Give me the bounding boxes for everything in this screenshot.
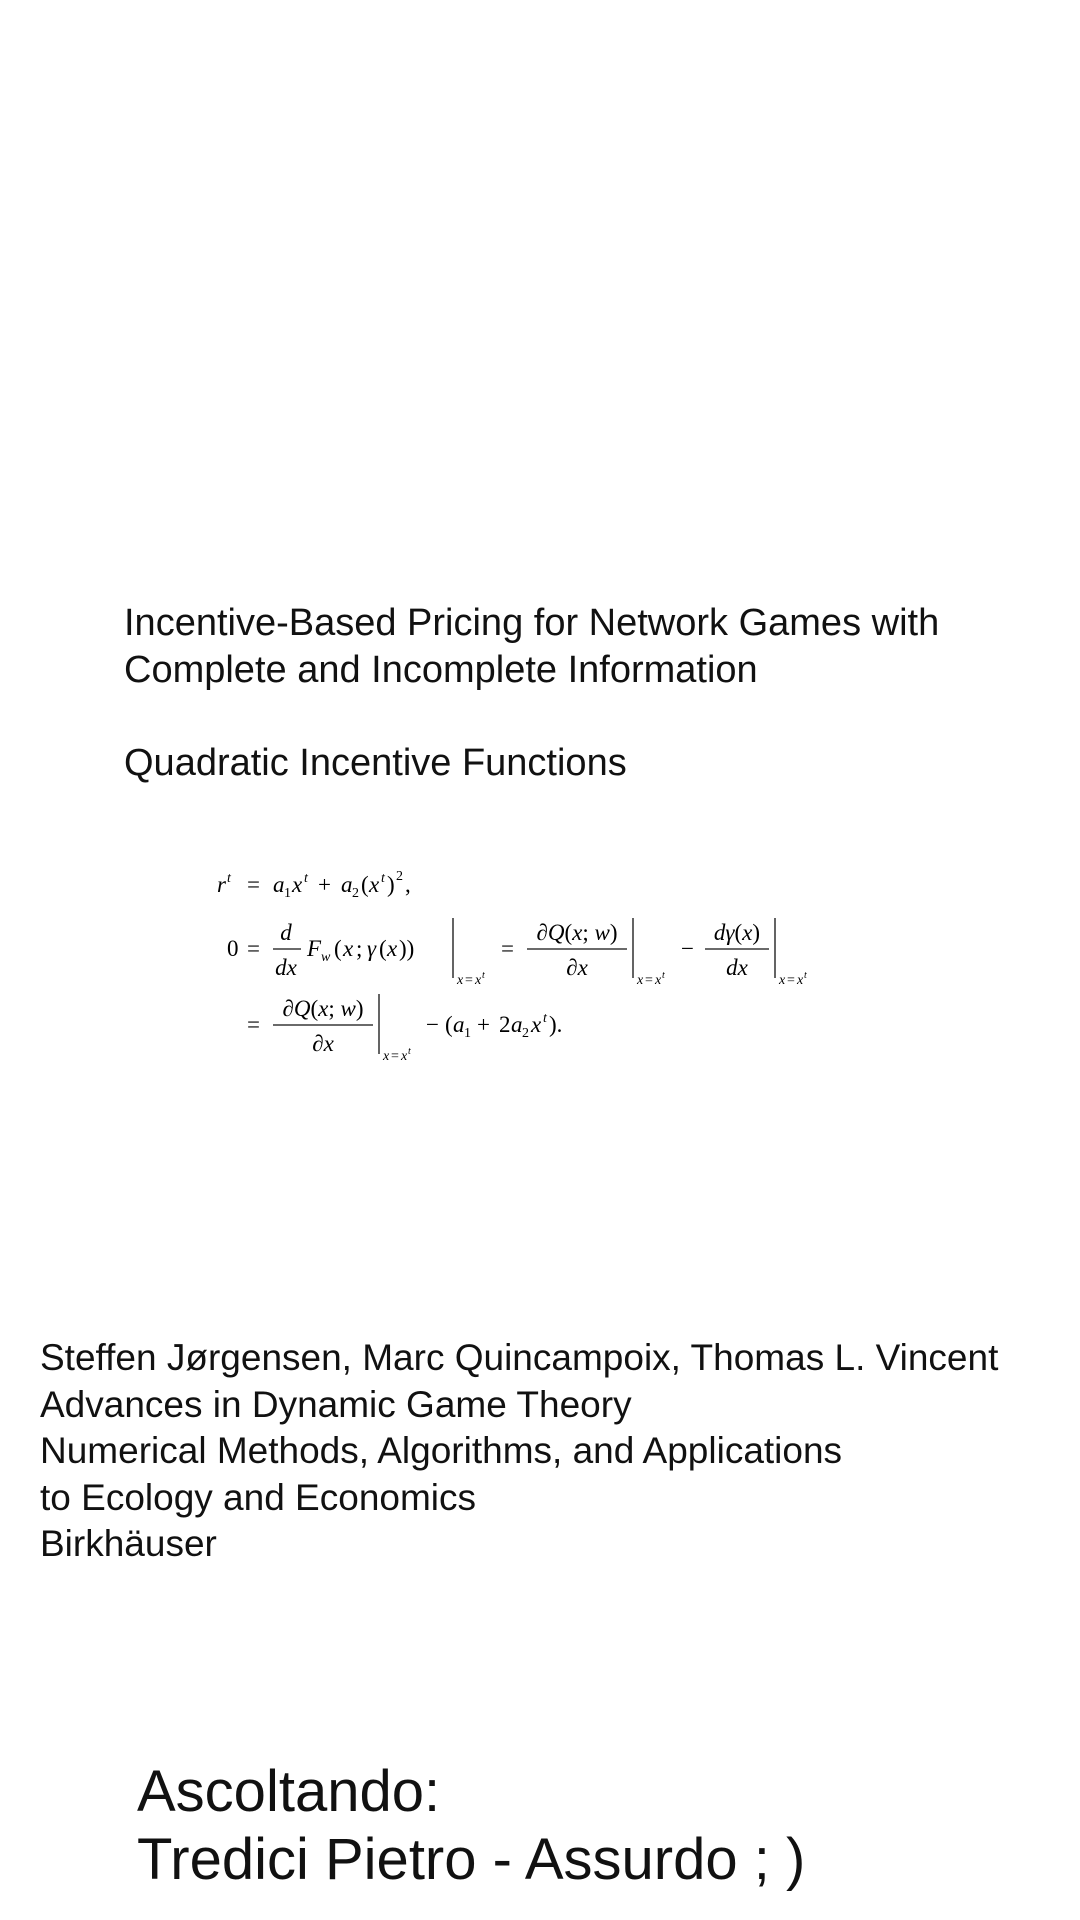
- svg-text:∂x: ∂x: [566, 955, 588, 980]
- svg-text:2: 2: [396, 869, 403, 884]
- svg-text:∂Q(x; w): ∂Q(x; w): [282, 996, 363, 1021]
- svg-text:(: (: [445, 1012, 453, 1037]
- svg-text:r: r: [217, 872, 227, 897]
- section-heading: Quadratic Incentive Functions: [124, 742, 627, 784]
- book-subtitle-line-2: to Ecology and Economics: [40, 1476, 477, 1518]
- svg-text:d: d: [280, 920, 292, 945]
- book-subtitle-line-1: Numerical Methods, Algorithms, and Appli…: [40, 1430, 843, 1471]
- svg-text:=: =: [787, 973, 795, 988]
- svg-text:a: a: [273, 872, 285, 897]
- svg-text:dx: dx: [726, 955, 749, 980]
- paper-title-line-2: Complete and Incomplete Information: [124, 649, 758, 691]
- book-title: Advances in Dynamic Game Theory: [40, 1383, 632, 1425]
- equation-block: r t = a 1 x t + a 2 ( x t ) 2 , 0 = d dx…: [215, 860, 895, 1070]
- svg-text:F: F: [306, 936, 322, 961]
- equation-line-3: = ∂Q(x; w) ∂x x = x t − ( a 1 + 2 a 2 x …: [247, 994, 562, 1064]
- paper-title: Incentive-Based Pricing for Network Game…: [124, 600, 939, 694]
- svg-text:−: −: [681, 936, 694, 961]
- equations-svg: r t = a 1 x t + a 2 ( x t ) 2 , 0 = d dx…: [217, 869, 807, 1064]
- svg-text:+: +: [318, 872, 331, 897]
- svg-text:)): )): [399, 936, 414, 961]
- paper-title-line-1: Incentive-Based Pricing for Network Game…: [124, 602, 940, 644]
- svg-text:t: t: [482, 970, 485, 981]
- book-info: Steffen Jørgensen, Marc Quincampoix, Tho…: [40, 1335, 998, 1568]
- equation-line-1: r t = a 1 x t + a 2 ( x t ) 2 ,: [217, 869, 411, 901]
- svg-text:=: =: [247, 936, 260, 961]
- svg-text:t: t: [662, 970, 665, 981]
- svg-text:x: x: [636, 973, 644, 988]
- svg-text:−: −: [426, 1012, 439, 1037]
- svg-text:∂x: ∂x: [312, 1031, 334, 1056]
- now-listening: Ascoltando: Tredici Pietro - Assurdo ; ): [137, 1758, 805, 1894]
- svg-text:x: x: [382, 1049, 390, 1064]
- svg-text:dγ(x): dγ(x): [714, 920, 760, 945]
- svg-text:dx: dx: [275, 955, 298, 980]
- svg-text:x: x: [400, 1049, 408, 1064]
- equation-line-2: 0 = d dx F w ( x ; γ ( x )) x = x t = ∂Q…: [227, 918, 807, 988]
- listening-label: Ascoltando:: [137, 1759, 441, 1824]
- svg-text:t: t: [804, 970, 807, 981]
- svg-text:x: x: [778, 973, 786, 988]
- svg-text:=: =: [501, 936, 514, 961]
- svg-text:γ: γ: [367, 936, 377, 961]
- svg-text:x: x: [654, 973, 662, 988]
- svg-text:a: a: [453, 1012, 465, 1037]
- svg-text:x: x: [342, 936, 354, 961]
- svg-text:x: x: [530, 1012, 542, 1037]
- svg-text:x: x: [368, 872, 380, 897]
- svg-text:2: 2: [522, 1026, 529, 1041]
- svg-text:=: =: [465, 973, 473, 988]
- book-publisher: Birkhäuser: [40, 1523, 217, 1564]
- svg-text:1: 1: [284, 886, 291, 901]
- svg-text:(: (: [379, 936, 387, 961]
- svg-text:0: 0: [227, 936, 239, 961]
- svg-text:=: =: [391, 1049, 399, 1064]
- svg-text:).: ).: [549, 1012, 562, 1037]
- svg-text:a: a: [511, 1012, 523, 1037]
- svg-text:;: ;: [356, 936, 362, 961]
- svg-text:=: =: [247, 872, 260, 897]
- listening-track: Tredici Pietro - Assurdo ; ): [137, 1827, 806, 1892]
- book-authors: Steffen Jørgensen, Marc Quincampoix, Tho…: [40, 1337, 999, 1378]
- svg-text:t: t: [304, 871, 309, 886]
- svg-text:∂Q(x; w): ∂Q(x; w): [536, 920, 617, 945]
- svg-text:x: x: [291, 872, 303, 897]
- svg-text:): ): [387, 872, 395, 897]
- svg-text:t: t: [227, 871, 232, 886]
- svg-text:x: x: [474, 973, 482, 988]
- svg-text:=: =: [247, 1012, 260, 1037]
- svg-text:2: 2: [499, 1012, 511, 1037]
- svg-text:t: t: [408, 1046, 411, 1057]
- svg-text:t: t: [381, 871, 386, 886]
- svg-text:x: x: [386, 936, 398, 961]
- svg-text:x: x: [796, 973, 804, 988]
- svg-text:x: x: [456, 973, 464, 988]
- svg-text:t: t: [543, 1011, 548, 1026]
- svg-text:a: a: [341, 872, 353, 897]
- svg-text:1: 1: [464, 1026, 471, 1041]
- svg-text:w: w: [321, 950, 331, 965]
- svg-text:(: (: [361, 872, 369, 897]
- svg-text:,: ,: [405, 872, 411, 897]
- svg-text:+: +: [477, 1012, 490, 1037]
- svg-text:(: (: [334, 936, 342, 961]
- svg-text:2: 2: [352, 886, 359, 901]
- svg-text:=: =: [645, 973, 653, 988]
